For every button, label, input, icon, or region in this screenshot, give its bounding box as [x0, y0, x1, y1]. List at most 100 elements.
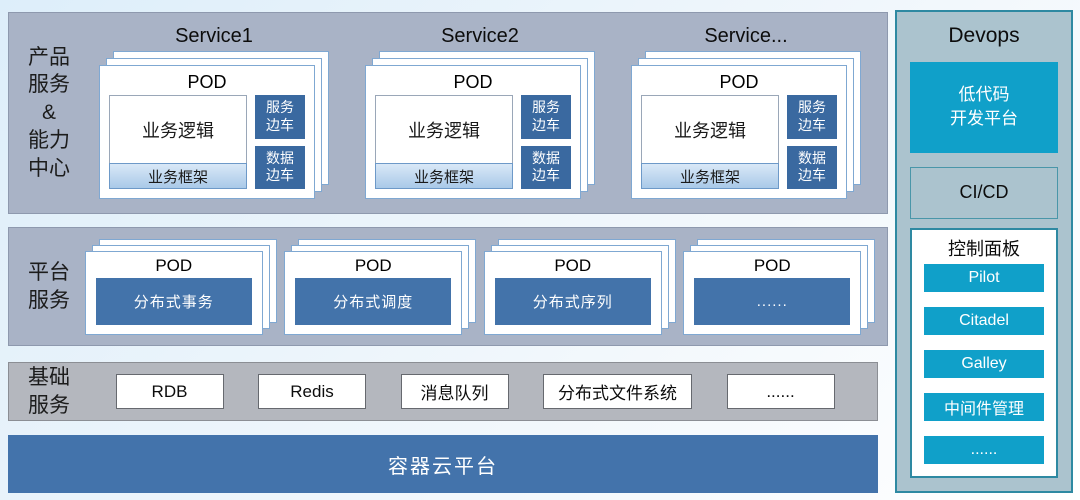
- sidecar-column: 服务 边车 数据 边车: [787, 95, 837, 189]
- service-sidecar: 服务 边车: [255, 95, 305, 139]
- sidecar-line: 边车: [532, 116, 560, 133]
- business-box: 业务逻辑 业务框架: [109, 95, 247, 189]
- product-band-label: 产品 服务 & 能力 中心: [17, 17, 81, 209]
- service-sidecar: 服务 边车: [521, 95, 571, 139]
- platform-pod-group-2: POD 分布式调度: [281, 232, 481, 341]
- pod-card: POD 分布式调度: [284, 250, 463, 335]
- platform-pod-group-3: POD 分布式序列: [480, 232, 680, 341]
- platform-services-band: 平台 服务 POD 分布式事务 POD 分布式调度: [8, 227, 888, 346]
- band-label-line: 服务: [28, 393, 70, 417]
- platform-pod-group-4: POD ......: [680, 232, 880, 341]
- band-label-line: 能力: [28, 128, 70, 152]
- pod-title: POD: [753, 255, 791, 275]
- pod-stack: POD 分布式事务: [84, 238, 277, 335]
- distributed-transaction-box: 分布式事务: [95, 277, 252, 325]
- base-band-label: 基础 服务: [17, 365, 81, 417]
- service-title: Service...: [704, 25, 788, 47]
- distributed-scheduler-box: 分布式调度: [295, 277, 452, 325]
- service-group-2: Service2 POD 业务逻辑 业务框架 服务 边车: [347, 17, 613, 209]
- galley-button: Galley: [924, 350, 1044, 378]
- cicd-box: CI/CD: [910, 166, 1058, 219]
- pod-card: POD 分布式事务: [84, 250, 263, 335]
- pod-title: POD: [554, 255, 592, 275]
- service-title: Service1: [175, 25, 253, 47]
- pod-body: 业务逻辑 业务框架 服务 边车 数据 边车: [375, 95, 571, 189]
- pod-card: POD 业务逻辑 业务框架 服务 边车 数据: [365, 65, 581, 199]
- platform-more-box: ......: [694, 277, 851, 325]
- base-services-band: 基础 服务 RDB Redis 消息队列 分布式文件系统 ......: [8, 362, 878, 421]
- rdb-box: RDB: [115, 374, 224, 409]
- base-services-row: RDB Redis 消息队列 分布式文件系统 ......: [81, 367, 869, 416]
- band-label-line: 基础: [28, 365, 70, 389]
- business-frame-label: 业务框架: [109, 163, 247, 189]
- band-label-line: &: [41, 101, 56, 125]
- business-frame-label: 业务框架: [375, 163, 513, 189]
- pod-card: POD 业务逻辑 业务框架 服务 边车 数据: [99, 65, 315, 199]
- business-logic-label: 业务逻辑: [142, 121, 214, 141]
- pod-stack: POD 业务逻辑 业务框架 服务 边车 数据: [631, 51, 861, 199]
- pod-title: POD: [719, 72, 759, 92]
- service-title: Service2: [441, 25, 519, 47]
- band-label-line: 服务: [28, 288, 70, 312]
- product-services-band: 产品 服务 & 能力 中心 Service1 POD 业务逻辑 业务框架: [8, 12, 888, 214]
- business-logic-label: 业务逻辑: [674, 121, 746, 141]
- pilot-button: Pilot: [924, 264, 1044, 292]
- panel-more-button: ......: [924, 436, 1044, 464]
- business-frame-label: 业务框架: [641, 163, 779, 189]
- pod-stack: POD 业务逻辑 业务框架 服务 边车 数据: [99, 51, 329, 199]
- business-box: 业务逻辑 业务框架: [375, 95, 513, 189]
- sidecar-line: 服务: [532, 99, 560, 116]
- base-more-box: ......: [726, 374, 835, 409]
- pod-title: POD: [155, 255, 193, 275]
- sidecar-line: 数据: [532, 149, 560, 166]
- business-box: 业务逻辑 业务框架: [641, 95, 779, 189]
- distributed-sequence-box: 分布式序列: [494, 277, 651, 325]
- business-logic-label: 业务逻辑: [408, 121, 480, 141]
- container-cloud-label: 容器云平台: [388, 455, 498, 478]
- control-panel-title: 控制面板: [948, 239, 1020, 259]
- message-queue-box: 消息队列: [400, 374, 509, 409]
- sidecar-line: 边车: [266, 167, 294, 184]
- devops-column: Devops 低代码 开发平台 CI/CD 控制面板 Pilot Citadel…: [895, 10, 1073, 493]
- container-cloud-bar: 容器云平台: [8, 435, 878, 493]
- sidecar-line: 数据: [798, 149, 826, 166]
- platform-pod-group-1: POD 分布式事务: [81, 232, 281, 341]
- sidecar-column: 服务 边车 数据 边车: [521, 95, 571, 189]
- platform-band-label: 平台 服务: [17, 232, 81, 341]
- data-sidecar: 数据 边车: [255, 145, 305, 189]
- pod-title: POD: [187, 72, 227, 92]
- middleware-management-button: 中间件管理: [924, 393, 1044, 421]
- service-sidecar: 服务 边车: [787, 95, 837, 139]
- band-label-line: 产品: [28, 45, 70, 69]
- sidecar-column: 服务 边车 数据 边车: [255, 95, 305, 189]
- sidecar-line: 服务: [266, 99, 294, 116]
- pod-card: POD 分布式序列: [483, 250, 662, 335]
- pod-title: POD: [453, 72, 493, 92]
- pod-stack: POD 业务逻辑 业务框架 服务 边车 数据: [365, 51, 595, 199]
- low-code-line: 开发平台: [950, 109, 1018, 129]
- pod-stack: POD 分布式序列: [483, 238, 676, 335]
- data-sidecar: 数据 边车: [787, 145, 837, 189]
- service-group-1: Service1 POD 业务逻辑 业务框架 服务 边车: [81, 17, 347, 209]
- pod-stack: POD 分布式调度: [284, 238, 477, 335]
- band-label-line: 服务: [28, 73, 70, 97]
- redis-box: Redis: [258, 374, 366, 409]
- pod-card: POD ......: [683, 250, 862, 335]
- control-panel: 控制面板 Pilot Citadel Galley 中间件管理 ......: [910, 228, 1058, 478]
- data-sidecar: 数据 边车: [521, 145, 571, 189]
- sidecar-line: 边车: [266, 116, 294, 133]
- service-group-3: Service... POD 业务逻辑 业务框架 服务 边车: [613, 17, 879, 209]
- devops-title: Devops: [948, 24, 1020, 47]
- distributed-file-system-box: 分布式文件系统: [543, 374, 692, 409]
- band-label-line: 中心: [28, 156, 70, 180]
- pod-title: POD: [354, 255, 392, 275]
- sidecar-line: 数据: [266, 149, 294, 166]
- pod-body: 业务逻辑 业务框架 服务 边车 数据 边车: [109, 95, 305, 189]
- low-code-platform-box: 低代码 开发平台: [910, 62, 1058, 153]
- low-code-line: 低代码: [958, 85, 1010, 105]
- sidecar-line: 边车: [798, 167, 826, 184]
- citadel-button: Citadel: [924, 307, 1044, 335]
- band-label-line: 平台: [28, 260, 70, 284]
- pod-card: POD 业务逻辑 业务框架 服务 边车 数据: [631, 65, 847, 199]
